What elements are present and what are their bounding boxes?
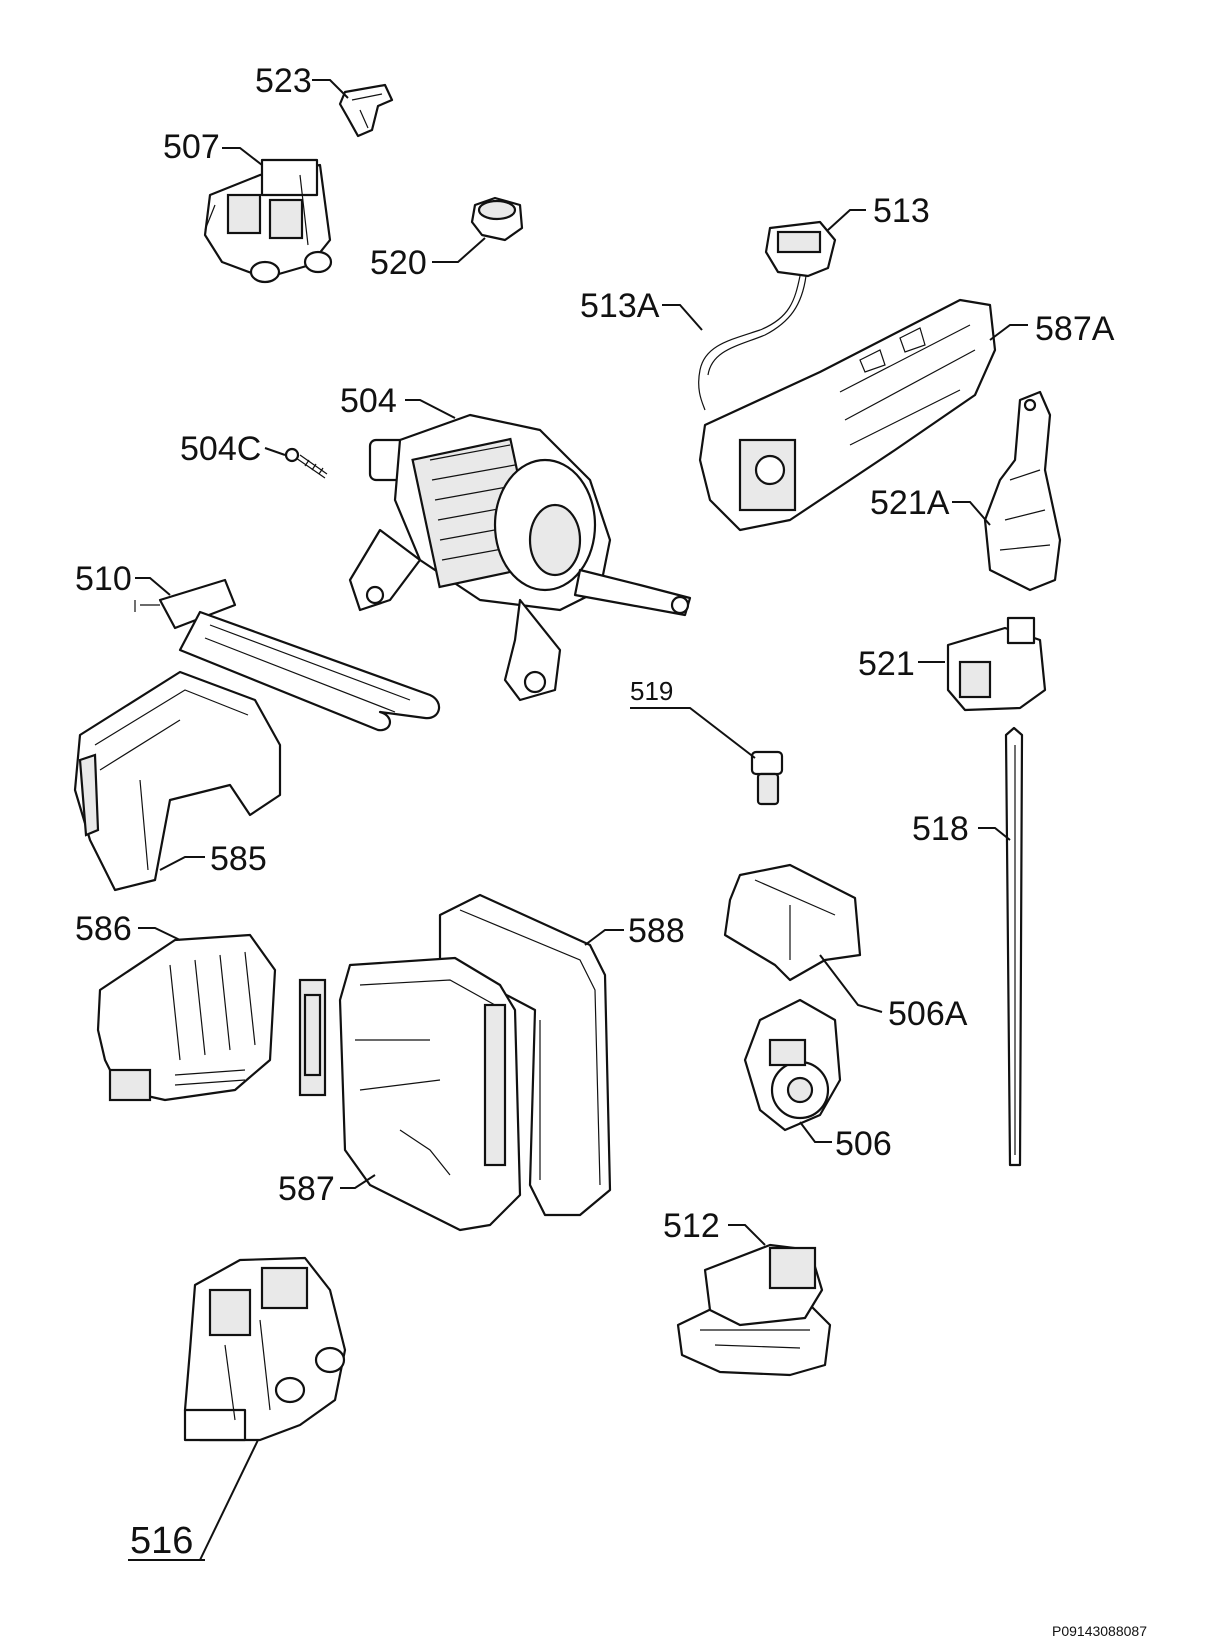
part-504c-screw [284,447,328,479]
part-520-sensor [470,196,524,242]
leader-513 [827,209,866,231]
leader-587 [340,1174,376,1189]
label-504: 504 [340,382,397,420]
leader-504c [264,447,286,456]
part-504-motor [348,413,692,702]
leader-586 [138,927,181,941]
label-516: 516 [130,1520,193,1562]
leader-519 [630,707,756,759]
label-521: 521 [858,645,915,683]
leader-520 [432,237,486,263]
label-506: 506 [835,1125,892,1163]
reference-code: P09143088087 [1052,1623,1147,1639]
part-513a-wire [698,275,807,411]
label-587a: 587A [1035,310,1115,348]
part-521a-bracket [983,390,1062,592]
label-513: 513 [873,192,930,230]
leader-588 [584,929,624,946]
leader-510 [135,577,171,596]
part-519-plug [750,750,784,806]
leader-585 [159,856,205,871]
part-523-clip [338,83,394,138]
leader-518 [978,827,1011,841]
part-507-inlet-valve [203,158,333,284]
label-519: 519 [630,676,673,706]
leader-507 [222,147,263,166]
label-504c: 504C [180,430,261,468]
label-586: 586 [75,910,132,948]
label-523: 523 [255,62,312,100]
leader-587a [989,324,1028,341]
leader-512 [728,1224,766,1246]
label-587: 587 [278,1170,335,1208]
part-510-heating-element [134,578,441,732]
leader-506a [819,954,883,1013]
part-586-housing [96,933,277,1102]
label-521a: 521A [870,484,950,522]
part-587a-control-board [698,298,997,532]
part-506a-pump-cover [723,863,862,982]
part-587-main-board [298,956,522,1232]
part-585-cover [73,670,282,892]
label-513a: 513A [580,287,660,325]
label-512: 512 [663,1207,720,1245]
label-506a: 506A [888,995,968,1033]
leader-504 [405,399,456,419]
part-518-rod [1004,726,1024,1167]
leader-521a [952,501,991,526]
part-513-switch [764,220,837,278]
label-588: 588 [628,912,685,950]
leader-523 [312,79,349,99]
leader-516 [199,1439,259,1561]
label-585: 585 [210,840,267,878]
leader-506 [799,1121,832,1143]
label-518: 518 [912,810,969,848]
part-506-drain-pump [743,998,842,1132]
part-516-valve-assembly [183,1256,347,1442]
label-507: 507 [163,128,220,166]
label-510: 510 [75,560,132,598]
part-521-door-lock [946,616,1047,712]
label-520: 520 [370,244,427,282]
leader-513a [662,304,703,331]
part-512-filter-base [676,1243,832,1377]
